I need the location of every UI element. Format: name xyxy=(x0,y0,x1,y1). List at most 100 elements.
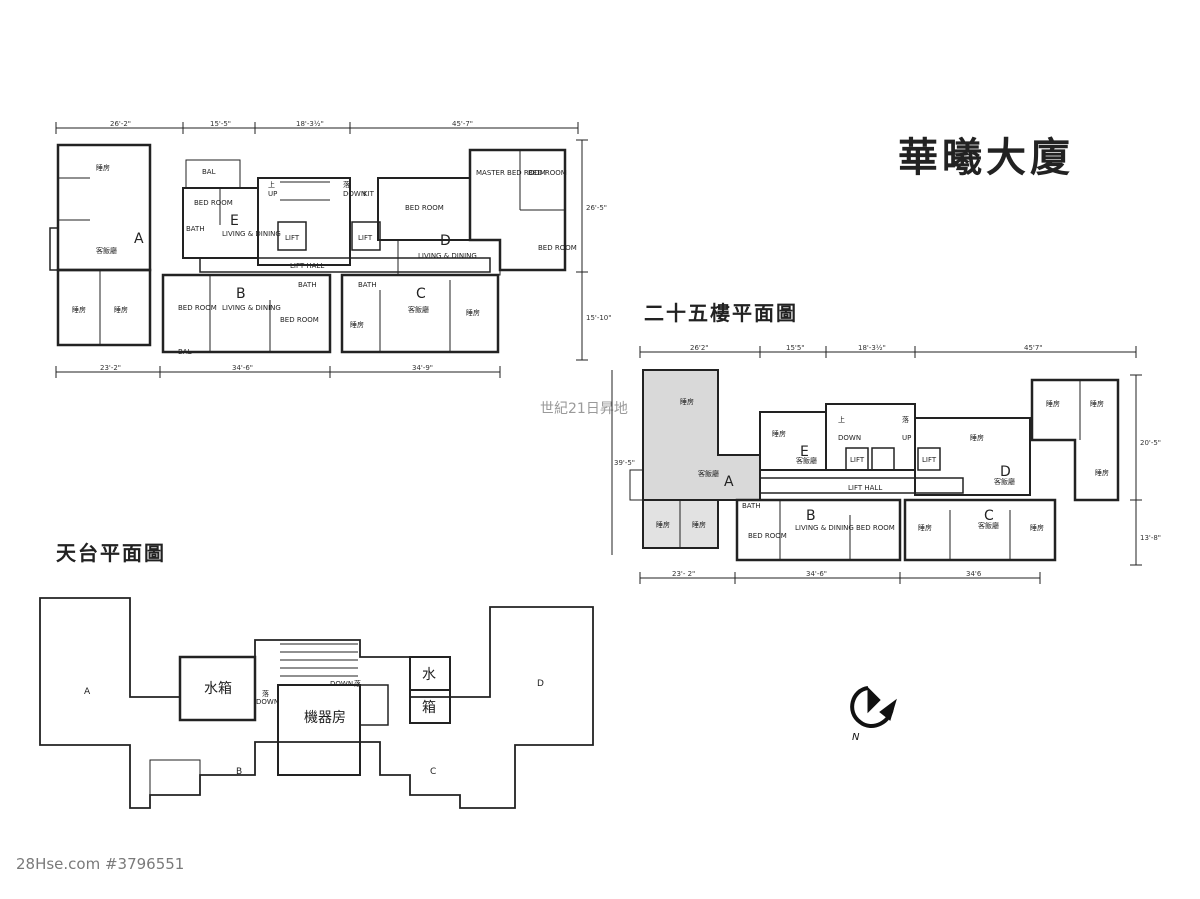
typ-dim-right-1: 26'-5" xyxy=(586,204,607,212)
f25-down-zh: 落 xyxy=(902,415,909,424)
floor25-caption: 二十五樓平面圖 xyxy=(644,301,798,325)
typ-a-bedroom-3: 睡房 xyxy=(114,305,128,314)
typ-a-bedroom-2: 睡房 xyxy=(72,305,86,314)
typ-d-bedroom-2: BED ROOM xyxy=(538,244,577,252)
f25-b-living: LIVING & DINING xyxy=(795,524,854,532)
f25-d-bedroom-3: 睡房 xyxy=(1090,399,1104,408)
f25-dim-top-2: 15'5" xyxy=(786,344,805,352)
f25-dim-left-1: 39'-5" xyxy=(614,459,635,467)
roof-unit-b: B xyxy=(236,767,242,777)
f25-up-zh: 上 xyxy=(838,415,845,424)
typ-bath-c: BATH xyxy=(358,281,377,289)
typ-b-living: LIVING & DINING xyxy=(222,304,281,312)
roof-down-2: DOWN xyxy=(256,698,279,706)
f25-dim-right-1: 20'-5" xyxy=(1140,439,1161,447)
roof-down-zh: 落 xyxy=(354,679,361,688)
roof-unit-d: D xyxy=(537,679,544,689)
f25-bath: BATH xyxy=(742,502,761,510)
typ-bath-b: BATH xyxy=(298,281,317,289)
typ-bath-e: BATH xyxy=(186,225,205,233)
f25-e-living: 客飯廳 xyxy=(796,456,817,465)
footer-listing-id: 28Hse.com #3796551 xyxy=(16,855,185,873)
typ-dim-right-2: 15'-10" xyxy=(586,314,611,322)
f25-a-bedroom-2: 睡房 xyxy=(656,520,670,529)
f25-unit-d: D xyxy=(1000,464,1011,480)
typ-dim-bottom-3: 34'-9" xyxy=(412,364,433,372)
f25-dim-top-3: 18'-3½" xyxy=(858,344,886,352)
typ-lift-2: LIFT xyxy=(358,234,373,242)
f25-dim-bottom-1: 23'- 2" xyxy=(672,570,695,578)
roof-water-1: 水 xyxy=(422,667,436,683)
typ-c-bedroom: 睡房 xyxy=(350,320,364,329)
typ-dim-bottom-1: 23'-2" xyxy=(100,364,121,372)
f25-down: DOWN xyxy=(838,434,861,442)
f25-unit-a: A xyxy=(724,474,734,490)
typ-c-living: 客飯廳 xyxy=(408,305,429,314)
f25-dim-bottom-2: 34'-6" xyxy=(806,570,827,578)
roof-unit-a: A xyxy=(84,687,91,697)
roof-machine-room: 機器房 xyxy=(304,710,346,726)
f25-d-bedroom-4: 睡房 xyxy=(1095,468,1109,477)
compass-north-label: N xyxy=(852,732,860,743)
f25-c-bedroom-2: 睡房 xyxy=(1030,523,1044,532)
north-arrow-icon xyxy=(850,686,897,728)
f25-a-bedroom-3: 睡房 xyxy=(692,520,706,529)
roof-water-2: 箱 xyxy=(422,700,436,716)
typ-c-bedroom-2: 睡房 xyxy=(466,308,480,317)
typ-unit-c: C xyxy=(416,286,426,302)
roof-down: DOWN xyxy=(330,680,353,688)
f25-e-bedroom: 睡房 xyxy=(772,429,786,438)
typ-bal-b: BAL xyxy=(178,348,192,356)
building-title: 華曦大廈 xyxy=(898,134,1074,181)
typ-unit-a: A xyxy=(134,231,144,247)
f25-b-bedroom-2: BED ROOM xyxy=(856,524,895,532)
f25-b-bedroom: BED ROOM xyxy=(748,532,787,540)
typ-b-bedroom: BED ROOM xyxy=(178,304,217,312)
typ-unit-e: E xyxy=(230,213,239,229)
typ-d-master: MASTER BED ROOM xyxy=(476,169,546,177)
f25-c-bedroom: 睡房 xyxy=(918,523,932,532)
typ-a-living: 客飯廳 xyxy=(96,246,117,255)
f25-lift-2: LIFT xyxy=(922,456,937,464)
f25-lift-hall: LIFT HALL xyxy=(848,484,882,492)
typ-e-living: LIVING & DINING xyxy=(222,230,281,238)
typ-e-bedroom: BED ROOM xyxy=(194,199,233,207)
f25-dim-top-1: 26'2" xyxy=(690,344,709,352)
typ-up-zh: 上 xyxy=(268,180,275,189)
f25-d-bedroom-2: 睡房 xyxy=(1046,399,1060,408)
f25-d-bedroom: 睡房 xyxy=(970,433,984,442)
f25-unit-c: C xyxy=(984,508,994,524)
f25-a-bedroom: 睡房 xyxy=(680,397,694,406)
typ-d-living: LIVING & DINING xyxy=(418,252,477,260)
typ-bal-e: BAL xyxy=(202,168,216,176)
f25-d-living: 客飯廳 xyxy=(994,477,1015,486)
typ-lift-1: LIFT xyxy=(285,234,300,242)
typ-up: UP xyxy=(268,190,277,198)
typ-dim-bottom-2: 34'-6" xyxy=(232,364,253,372)
typ-kit-d: KIT xyxy=(363,190,375,198)
f25-dim-top-4: 45'7" xyxy=(1024,344,1043,352)
typical-floor-plan xyxy=(49,122,588,378)
typ-down-zh: 落 xyxy=(343,180,350,189)
roof-unit-c: C xyxy=(430,767,436,777)
typ-d-bedroom-3: BED ROOM xyxy=(405,204,444,212)
f25-dim-right-2: 13'-8" xyxy=(1140,534,1161,542)
typ-down: DOWN xyxy=(343,190,366,198)
typ-lift-hall: LIFT HALL xyxy=(290,262,324,270)
f25-a-living: 客飯廳 xyxy=(698,469,719,478)
f25-c-living: 客飯廳 xyxy=(978,521,999,530)
typ-dim-top-2: 15'-5" xyxy=(210,120,231,128)
typ-dim-top-1: 26'-2" xyxy=(110,120,131,128)
roof-caption: 天台平面圖 xyxy=(56,541,166,565)
typ-b-bedroom-2: BED ROOM xyxy=(280,316,319,324)
floor25-plan xyxy=(611,346,1142,584)
roof-water-tank: 水箱 xyxy=(204,681,232,697)
typ-dim-top-3: 18'-3½" xyxy=(296,120,324,128)
watermark: 世紀21日昇地 xyxy=(540,401,628,417)
f25-up: UP xyxy=(902,434,911,442)
f25-lift-1: LIFT xyxy=(850,456,865,464)
f25-unit-e: E xyxy=(800,444,809,460)
typ-d-bedroom: BED ROOM xyxy=(528,169,567,177)
typ-unit-b: B xyxy=(236,286,246,302)
